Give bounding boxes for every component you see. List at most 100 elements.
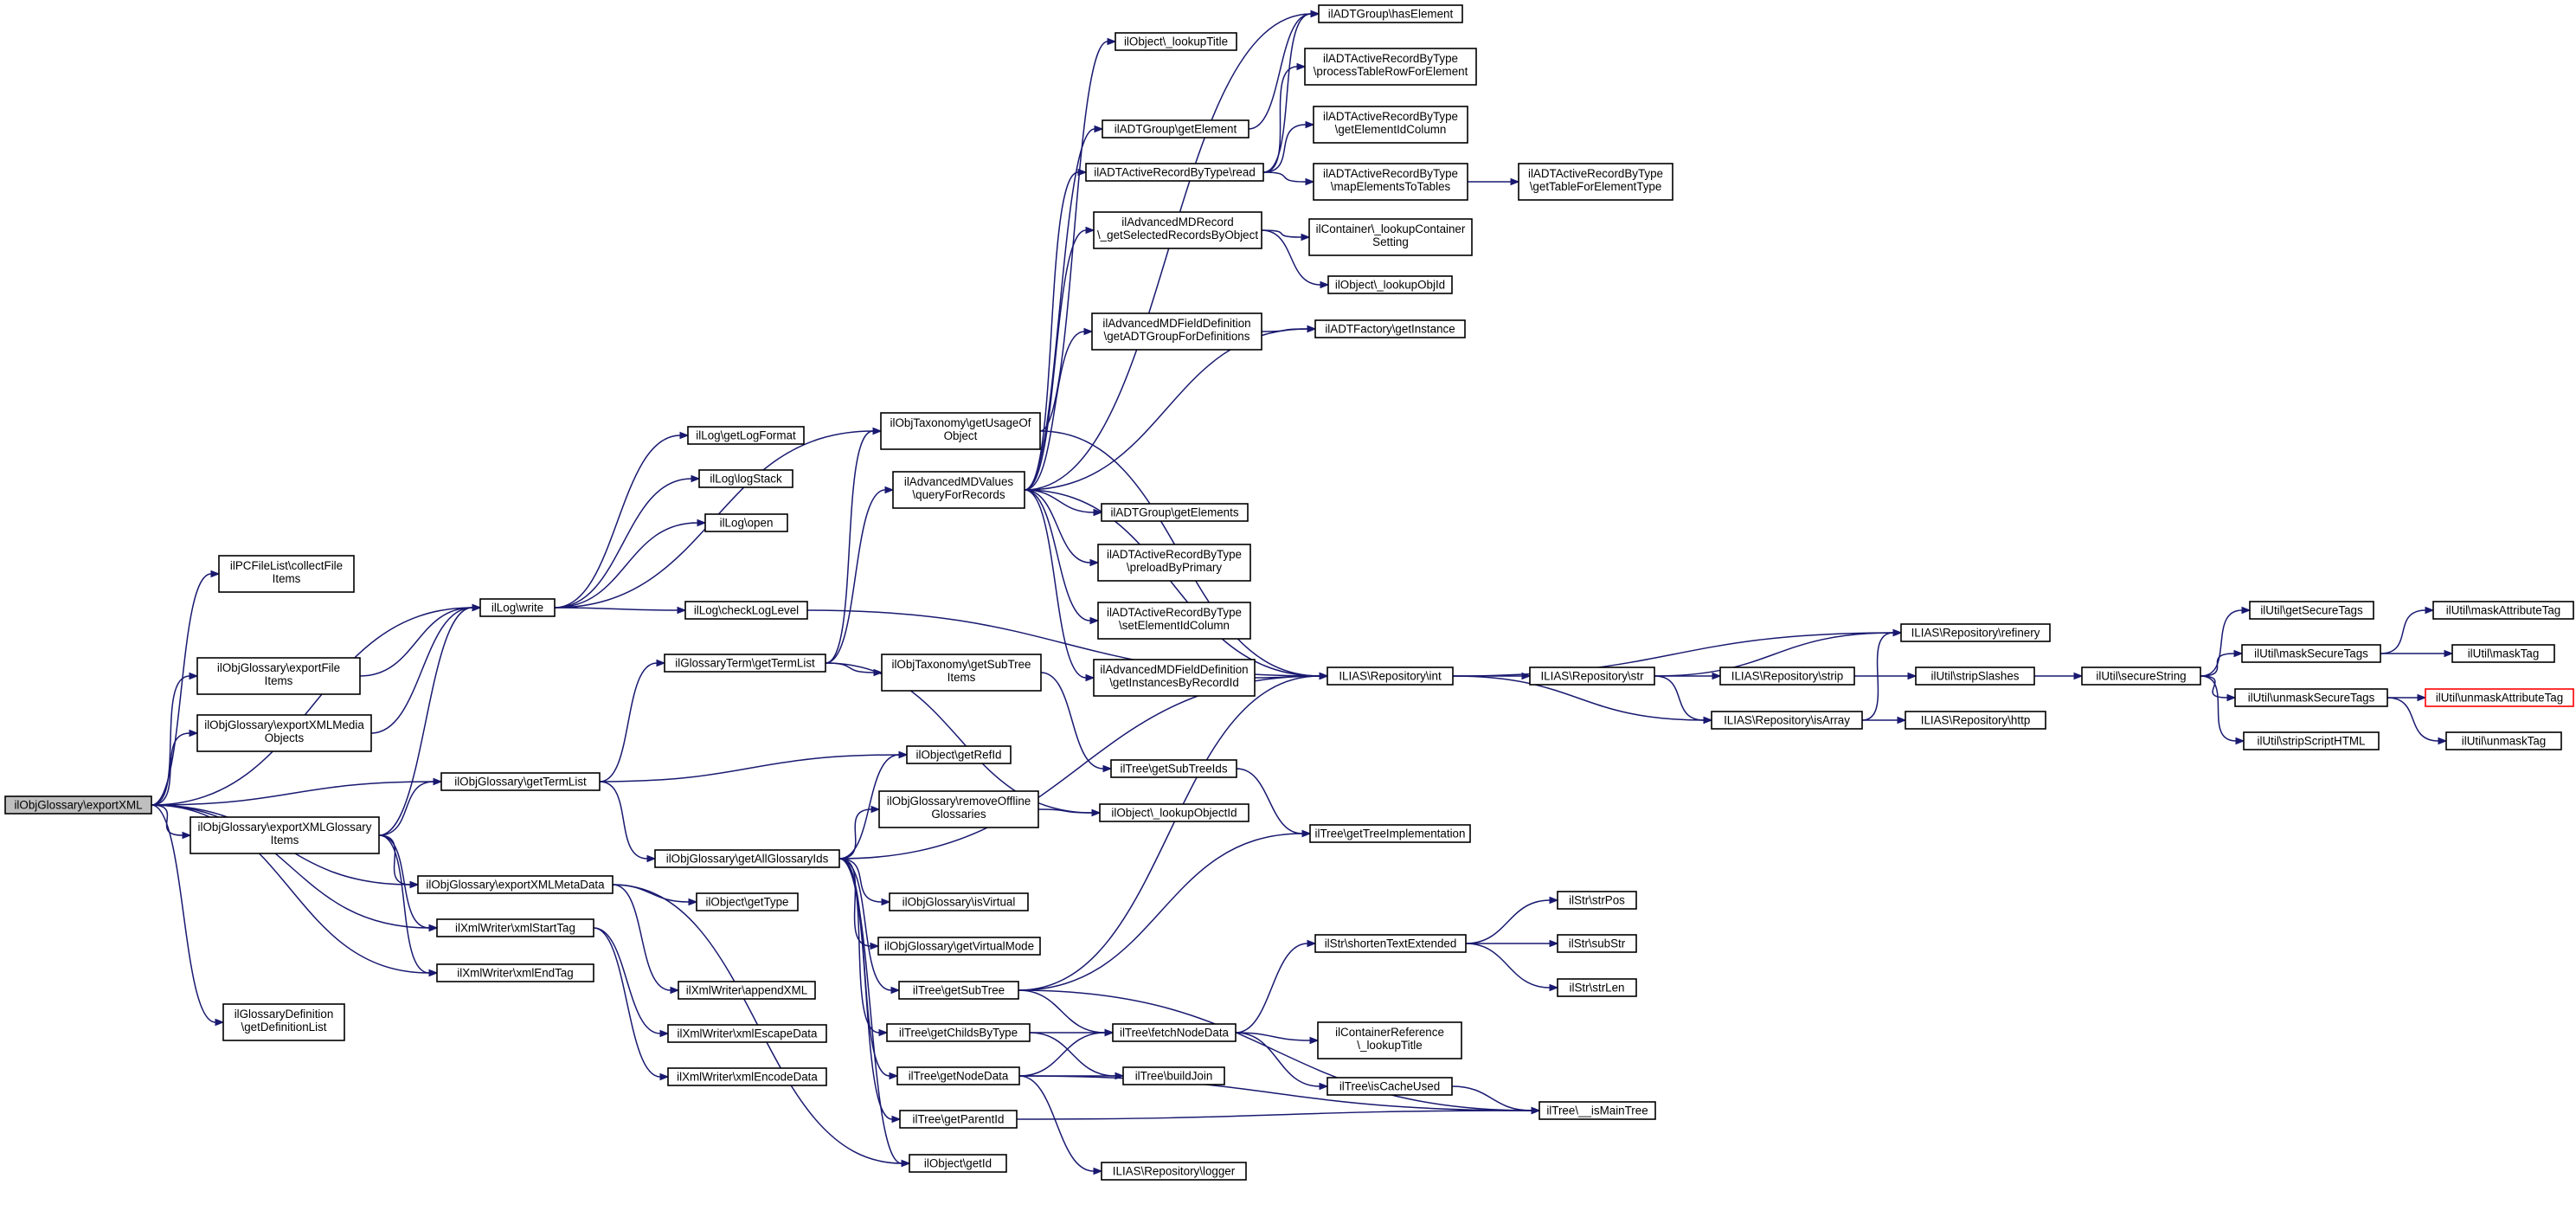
- node-label: ilObjGlossary\getTermList: [454, 776, 587, 789]
- node-unmask-tag[interactable]: ilUtil\unmaskTag: [2445, 731, 2562, 750]
- edge-mask-secure-tags-to-mask-tag: [2380, 649, 2454, 658]
- node-get-log-format[interactable]: ilLog\getLogFormat: [687, 426, 805, 445]
- node-is-cache-used[interactable]: ilTree\isCacheUsed: [1327, 1077, 1453, 1096]
- node-mask-attribute-tag[interactable]: ilUtil\maskAttributeTag: [2432, 601, 2574, 620]
- node-term-get-term-list[interactable]: ilGlossaryTerm\getTermList: [664, 654, 826, 673]
- node-get-table-for-element-type[interactable]: ilADTActiveRecordByType\getTableForEleme…: [1518, 163, 1673, 201]
- node-xml-escape-data[interactable]: ilXmlWriter\xmlEscapeData: [667, 1024, 827, 1043]
- node-secure-string[interactable]: ilUtil\secureString: [2081, 667, 2201, 686]
- node-preload-by-primary[interactable]: ilADTActiveRecordByType\preloadByPrimary: [1097, 544, 1251, 582]
- node-get-element-id-column[interactable]: ilADTActiveRecordByType\getElementIdColu…: [1313, 106, 1468, 144]
- node-str-len[interactable]: ilStr\strLen: [1557, 978, 1637, 997]
- node-label: ilTree\getNodeData: [909, 1070, 1009, 1083]
- node-repo-http[interactable]: ILIAS\Repository\http: [1905, 711, 2046, 730]
- node-repo-refinery[interactable]: ILIAS\Repository\refinery: [1900, 623, 2051, 642]
- node-map-elements-to-tables[interactable]: ilADTActiveRecordByType\mapElementsToTab…: [1313, 163, 1468, 201]
- node-adt-factory-get-instance[interactable]: ilADTFactory\getInstance: [1314, 319, 1466, 338]
- node-get-all-glossary-ids[interactable]: ilObjGlossary\getAllGlossaryIds: [654, 849, 840, 868]
- node-repo-logger[interactable]: ILIAS\Repository\logger: [1101, 1162, 1247, 1181]
- node-get-selected-records-by-object[interactable]: ilAdvancedMDRecord\_getSelectedRecordsBy…: [1093, 211, 1262, 249]
- edge-export-xmlglossary-items-to-export-xmlmeta-data: [378, 834, 420, 889]
- node-mask-tag[interactable]: ilUtil\maskTag: [2451, 644, 2555, 663]
- node-label: ilADTActiveRecordByType: [1528, 167, 1663, 180]
- node-has-element[interactable]: ilADTGroup\hasElement: [1318, 4, 1463, 23]
- edge-map-elements-to-tables-to-get-table-for-element-type: [1467, 177, 1520, 186]
- node-label: \getDefinitionList: [241, 1021, 327, 1034]
- edge-record-read-to-has-element: [1262, 10, 1320, 173]
- node-process-table-row-for-element[interactable]: ilADTActiveRecordByType\processTableRowF…: [1304, 48, 1477, 86]
- node-xml-start-tag[interactable]: ilXmlWriter\xmlStartTag: [436, 918, 594, 937]
- edge-term-get-term-list-to-get-usage-of-object: [825, 427, 883, 664]
- node-get-id[interactable]: ilObject\getId: [909, 1154, 1007, 1173]
- node-fetch-node-data[interactable]: ilTree\fetchNodeData: [1112, 1023, 1237, 1042]
- node-get-sub-tree-ids[interactable]: ilTree\getSubTreeIds: [1110, 759, 1237, 778]
- node-shorten-text-extended[interactable]: ilStr\shortenTextExtended: [1314, 934, 1467, 953]
- node-log-write[interactable]: ilLog\write: [479, 598, 556, 617]
- node-label: \setElementIdColumn: [1119, 619, 1230, 632]
- node-label: ilPCFileList\collectFile: [230, 559, 343, 572]
- node-label: \preloadByPrimary: [1127, 561, 1222, 574]
- node-group-get-elements[interactable]: ilADTGroup\getElements: [1101, 503, 1249, 522]
- node-label: ilTree\getParentId: [913, 1113, 1005, 1126]
- node-repo-strip[interactable]: ILIAS\Repository\strip: [1719, 667, 1855, 686]
- node-get-virtual-mode[interactable]: ilObjGlossary\getVirtualMode: [877, 937, 1041, 956]
- node-repo-str[interactable]: ILIAS\Repository\str: [1529, 667, 1655, 686]
- node-container-ref-lookup-title[interactable]: ilContainerReference\_lookupTitle: [1317, 1021, 1462, 1059]
- node-str-pos[interactable]: ilStr\strPos: [1557, 891, 1637, 910]
- node-get-secure-tags[interactable]: ilUtil\getSecureTags: [2249, 601, 2374, 620]
- node-root[interactable]: ilObjGlossary\exportXML: [4, 795, 152, 815]
- node-xml-end-tag[interactable]: ilXmlWriter\xmlEndTag: [436, 963, 594, 982]
- node-group-get-element[interactable]: ilADTGroup\getElement: [1102, 119, 1249, 138]
- node-obj-get-term-list[interactable]: ilObjGlossary\getTermList: [440, 772, 601, 791]
- node-label: ilObjTaxonomy\getSubTree: [891, 658, 1031, 671]
- node-lookup-object-id[interactable]: ilObject\_lookupObjectId: [1099, 803, 1249, 822]
- node-append-xml[interactable]: ilXmlWriter\appendXML: [678, 981, 816, 1000]
- edge-export-xmlmeta-data-to-append-xml: [612, 884, 680, 995]
- node-check-log-level[interactable]: ilLog\checkLogLevel: [684, 601, 808, 620]
- node-query-for-records[interactable]: ilAdvancedMDValues\queryForRecords: [892, 471, 1025, 509]
- node-get-adtgroup-for-definitions[interactable]: ilAdvancedMDFieldDefinition\getADTGroupF…: [1091, 312, 1262, 351]
- node-get-definition-list[interactable]: ilGlossaryDefinition\getDefinitionList: [222, 1003, 345, 1041]
- node-record-read[interactable]: ilADTActiveRecordByType\read: [1085, 163, 1264, 182]
- node-lookup-title[interactable]: ilObject\_lookupTitle: [1115, 32, 1237, 51]
- node-label: ilUtil\unmaskAttributeTag: [2436, 692, 2563, 705]
- node-export-xmlmeta-data[interactable]: ilObjGlossary\exportXMLMetaData: [417, 875, 613, 894]
- node-lookup-obj-id[interactable]: ilObject\_lookupObjId: [1327, 275, 1453, 294]
- node-unmask-attribute-tag[interactable]: ilUtil\unmaskAttributeTag: [2425, 688, 2574, 707]
- edge-get-node-data-to-fetch-node-data: [1018, 1028, 1115, 1077]
- node-unmask-secure-tags[interactable]: ilUtil\unmaskSecureTags: [2234, 688, 2388, 707]
- node-get-parent-id[interactable]: ilTree\getParentId: [899, 1110, 1018, 1129]
- node-is-main-tree[interactable]: ilTree\__isMainTree: [1539, 1101, 1656, 1120]
- edge-query-for-records-to-get-selected-records-by-object: [1024, 226, 1095, 491]
- node-get-type[interactable]: ilObject\getType: [696, 892, 799, 911]
- node-repo-is-array[interactable]: ILIAS\Repository\isArray: [1711, 711, 1863, 730]
- node-xml-encode-data[interactable]: ilXmlWriter\xmlEncodeData: [667, 1067, 827, 1086]
- node-sub-str[interactable]: ilStr\subStr: [1557, 934, 1637, 953]
- call-graph-nodes: ilObjGlossary\exportXML ilPCFileList\coll…: [4, 4, 2574, 1181]
- node-get-sub-tree[interactable]: ilTree\getSubTree: [898, 981, 1019, 1000]
- node-set-element-id-column[interactable]: ilADTActiveRecordByType\setElementIdColu…: [1097, 602, 1251, 640]
- node-is-virtual[interactable]: ilObjGlossary\isVirtual: [889, 892, 1029, 911]
- node-get-childs-by-type[interactable]: ilTree\getChildsByType: [886, 1023, 1031, 1042]
- node-mask-secure-tags[interactable]: ilUtil\maskSecureTags: [2241, 644, 2381, 663]
- node-get-ref-id[interactable]: ilObject\getRefId: [906, 745, 1012, 764]
- node-strip-slashes[interactable]: ilUtil\stripSlashes: [1915, 667, 2035, 686]
- node-log-stack[interactable]: ilLog\logStack: [698, 469, 793, 488]
- node-get-node-data[interactable]: ilTree\getNodeData: [896, 1066, 1020, 1085]
- node-repo-int[interactable]: ILIAS\Repository\int: [1327, 667, 1454, 686]
- node-log-open[interactable]: ilLog\open: [704, 513, 788, 532]
- node-build-join[interactable]: ilTree\buildJoin: [1122, 1066, 1225, 1085]
- edge-repo-strip-to-strip-slashes: [1854, 672, 1918, 680]
- edge-query-for-records-to-set-element-id-column: [1024, 489, 1100, 625]
- node-strip-script-html[interactable]: ilUtil\stripScriptHTML: [2243, 731, 2380, 750]
- node-get-instances-by-record-id[interactable]: ilAdvancedMDFieldDefinition\getInstances…: [1093, 659, 1256, 697]
- node-get-tree-implementation[interactable]: ilTree\getTreeImplementation: [1309, 824, 1471, 843]
